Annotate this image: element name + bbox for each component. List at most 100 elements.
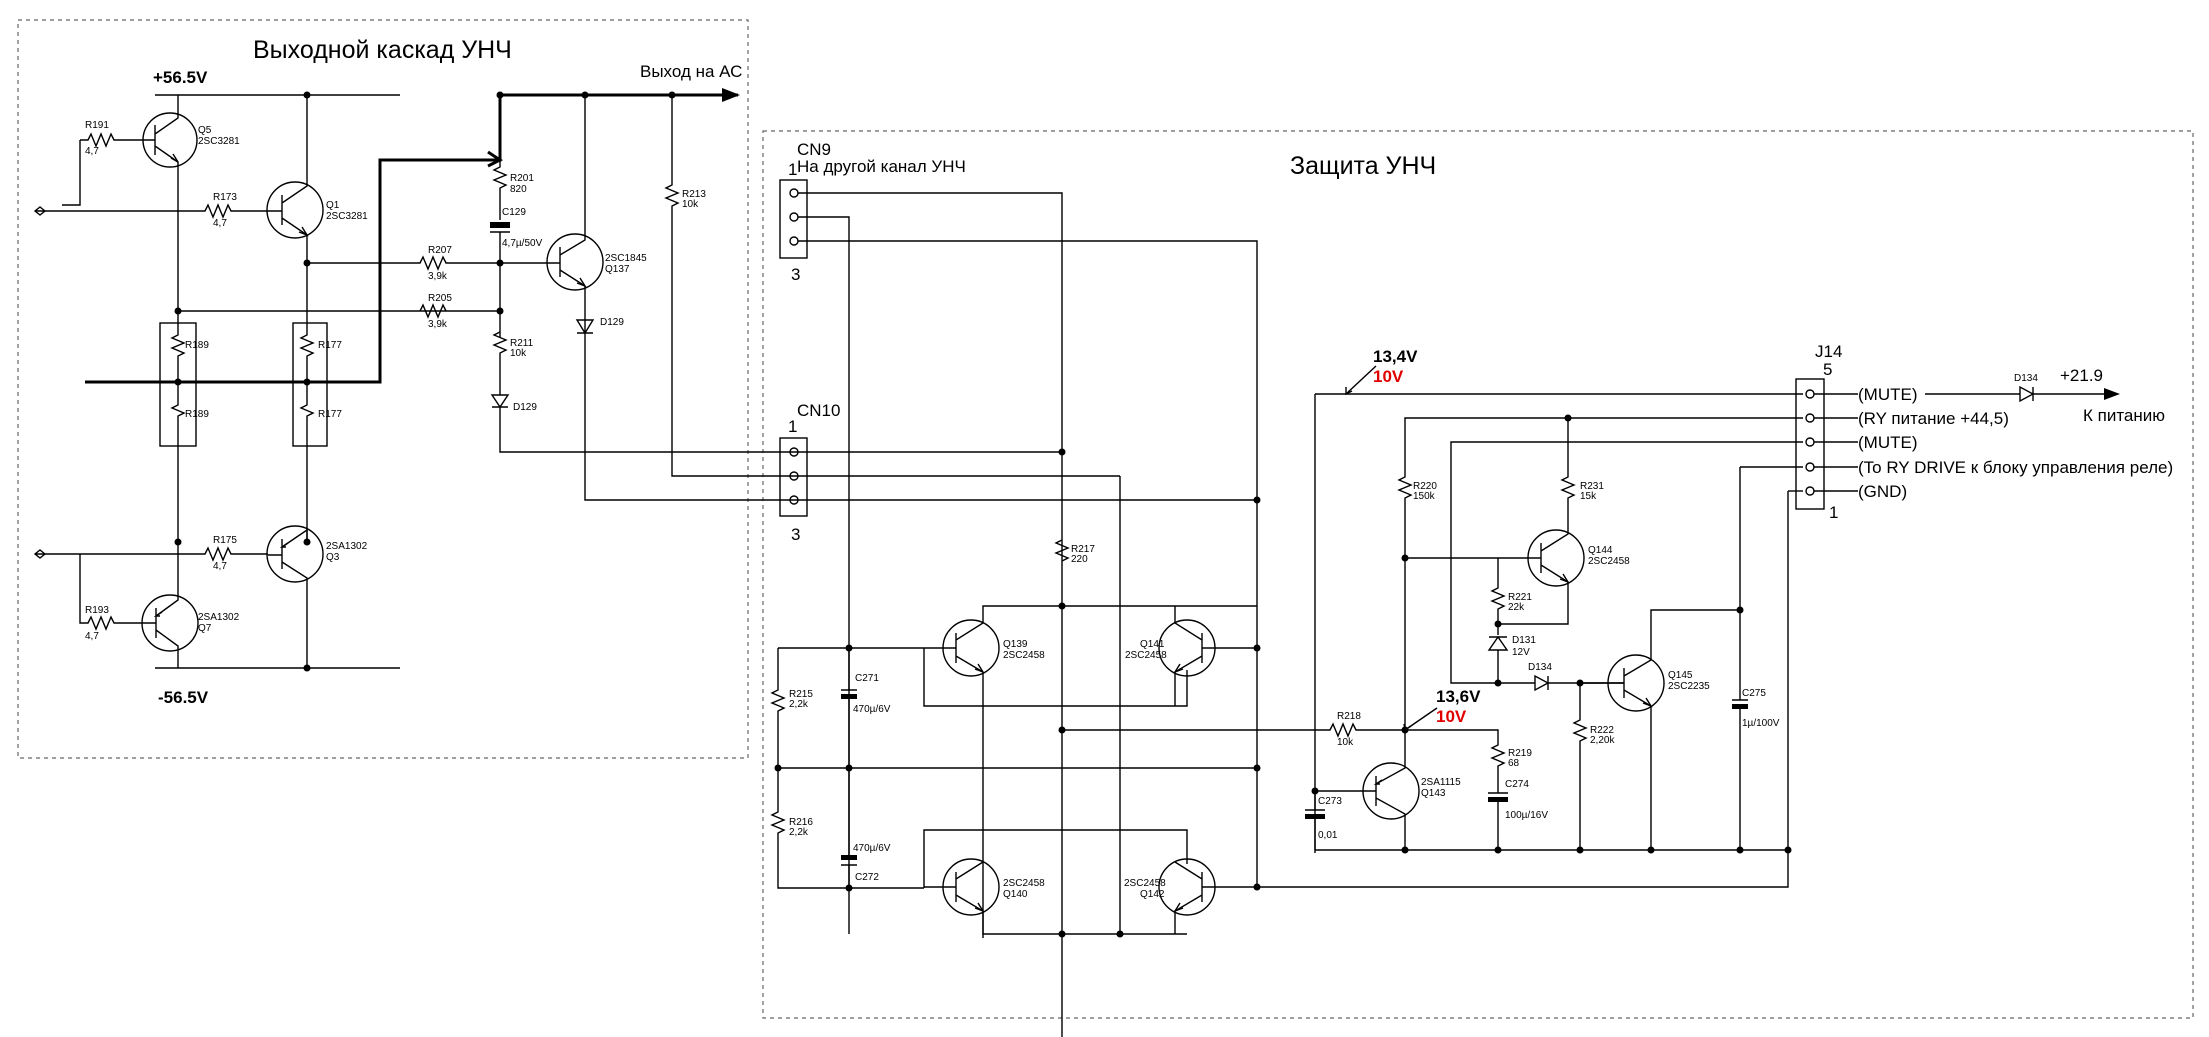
r191-value: 4,7 [85,146,99,157]
q141-value: 2SC2458 [1125,650,1167,661]
r220-value: 150k [1413,491,1436,502]
r175-ref: R175 [213,535,237,546]
c273-value: 0,01 [1318,830,1338,841]
cn10-pin1: 1 [788,417,797,436]
c273-ref: C273 [1318,796,1342,807]
j14-pin3-label: (MUTE) [1858,433,1917,452]
c129-ref: C129 [502,207,526,218]
q144-value: 2SC2458 [1588,556,1630,567]
r207-ref: R207 [428,245,452,256]
q142-value: 2SC2458 [1124,878,1166,889]
output-label: Выход на АС [640,62,742,81]
transistor-q137: 2SC1845 Q137 [545,95,647,320]
q142-ref: Q142 [1140,889,1165,900]
r173-value: 4,7 [213,218,227,229]
r193-ref: R193 [85,605,109,616]
protection: CN9 На другой канал УНЧ 1 3 CN10 1 3 R21… [770,140,2173,1037]
transistor-q140: 2SC2458 Q140 [924,858,1187,935]
r215-ref: R215 [789,689,813,700]
j14-pin1-label: (GND) [1858,482,1907,501]
q137-value: 2SC1845 [605,253,647,264]
q140-value: 2SC2458 [1003,878,1045,889]
cn10-ref: CN10 [797,401,840,420]
r213-ref: R213 [682,189,706,200]
transistor-q144: Q144 2SC2458 [1405,529,1630,625]
r219-value: 68 [1508,758,1520,769]
r191-ref: R191 [85,120,109,131]
r216-value: 2,2k [789,827,809,838]
c274-value: 100µ/16V [1505,810,1548,821]
r213-value: 10k [682,199,699,210]
j14-pin4-label: (RY питание +44,5) [1858,409,2009,428]
transistor-q145: Q145 2SC2235 [1580,609,1740,850]
rail-negative-label: -56.5V [158,688,209,707]
q139-value: 2SC2458 [1003,650,1045,661]
r207-value: 3,9k [428,271,448,282]
j14-pin2-label: (To RY DRIVE к блоку управления реле) [1858,458,2173,477]
q144-ref: Q144 [1588,545,1613,556]
q5-ref: Q5 [198,125,212,136]
q137-ref: Q137 [605,264,630,275]
q139-ref: Q139 [1003,639,1028,650]
d131-ref: D131 [1512,635,1536,646]
q5-value: 2SC3281 [198,136,240,147]
j14-ref: J14 [1815,342,1842,361]
r215-value: 2,2k [789,699,809,710]
supply-destination-label: К питанию [2083,406,2165,425]
c272-value: 470µ/6V [853,843,891,854]
j14-pin5-label: (MUTE) [1858,385,1917,404]
q1-value: 2SC3281 [326,211,368,222]
r231-value: 15k [1580,491,1597,502]
d134-lower-ref: D134 [1528,662,1552,673]
r177-upper-ref: R177 [318,340,342,351]
r193-value: 4,7 [85,631,99,642]
voltage-13-4-label: 13,4V [1373,347,1418,366]
voltage-10v-lower-label: 10V [1436,707,1467,726]
transistor-q7: 2SA1302 Q7 [140,542,240,668]
output-stage-frame [17,19,749,759]
r216-ref: R216 [789,817,813,828]
connector-j14: J14 5 1 [1795,342,1842,522]
r175-value: 4,7 [213,561,227,572]
r189-upper-ref: R189 [185,340,209,351]
q1-ref: Q1 [326,200,340,211]
r177-lower-ref: R177 [318,409,342,420]
c274-ref: C274 [1505,779,1529,790]
r173-ref: R173 [213,192,237,203]
voltage-13-6-label: 13,6V [1436,687,1481,706]
voltage-10v-upper-label: 10V [1373,367,1404,386]
d131-value: 12V [1512,647,1530,658]
d129-upper-ref: D129 [600,317,624,328]
r219-ref: R219 [1508,748,1532,759]
q145-ref: Q145 [1668,670,1693,681]
transistor-q141: Q141 2SC2458 [1125,606,1257,706]
d129-lower-ref: D129 [513,402,537,413]
q140-ref: Q140 [1003,889,1028,900]
output-stage-title: Выходной каскад УНЧ [253,36,512,64]
cn10-pin3: 3 [791,525,800,544]
transistor-q5: Q5 2SC3281 [140,95,240,312]
transistor-q142: 2SC2458 Q142 [1124,858,1257,934]
connector-cn10: CN10 1 3 [779,401,840,544]
r222-value: 2,20k [1590,735,1615,746]
c275-ref: C275 [1742,688,1766,699]
cn9-desc: На другой канал УНЧ [797,157,966,176]
c272-ref: C272 [855,872,879,883]
r201-ref: R201 [510,173,534,184]
r231-ref: R231 [1580,481,1604,492]
rail-positive-label: +56.5V [153,68,208,87]
r217-value: 220 [1071,554,1088,565]
cn9-ref: CN9 [797,140,831,159]
r218-value: 10k [1337,737,1354,748]
protection-frame [762,130,2194,1019]
r205-ref: R205 [428,293,452,304]
transistor-q3: 2SA1302 Q3 [266,525,368,668]
r205-value: 3,9k [428,319,448,330]
r217-ref: R217 [1071,544,1095,555]
r221-value: 22k [1508,602,1525,613]
r221-ref: R221 [1508,592,1532,603]
q143-value: 2SA1115 [1421,777,1461,788]
r211-ref: R211 [510,338,534,349]
q3-ref: Q3 [326,552,340,563]
r220-ref: R220 [1413,481,1437,492]
